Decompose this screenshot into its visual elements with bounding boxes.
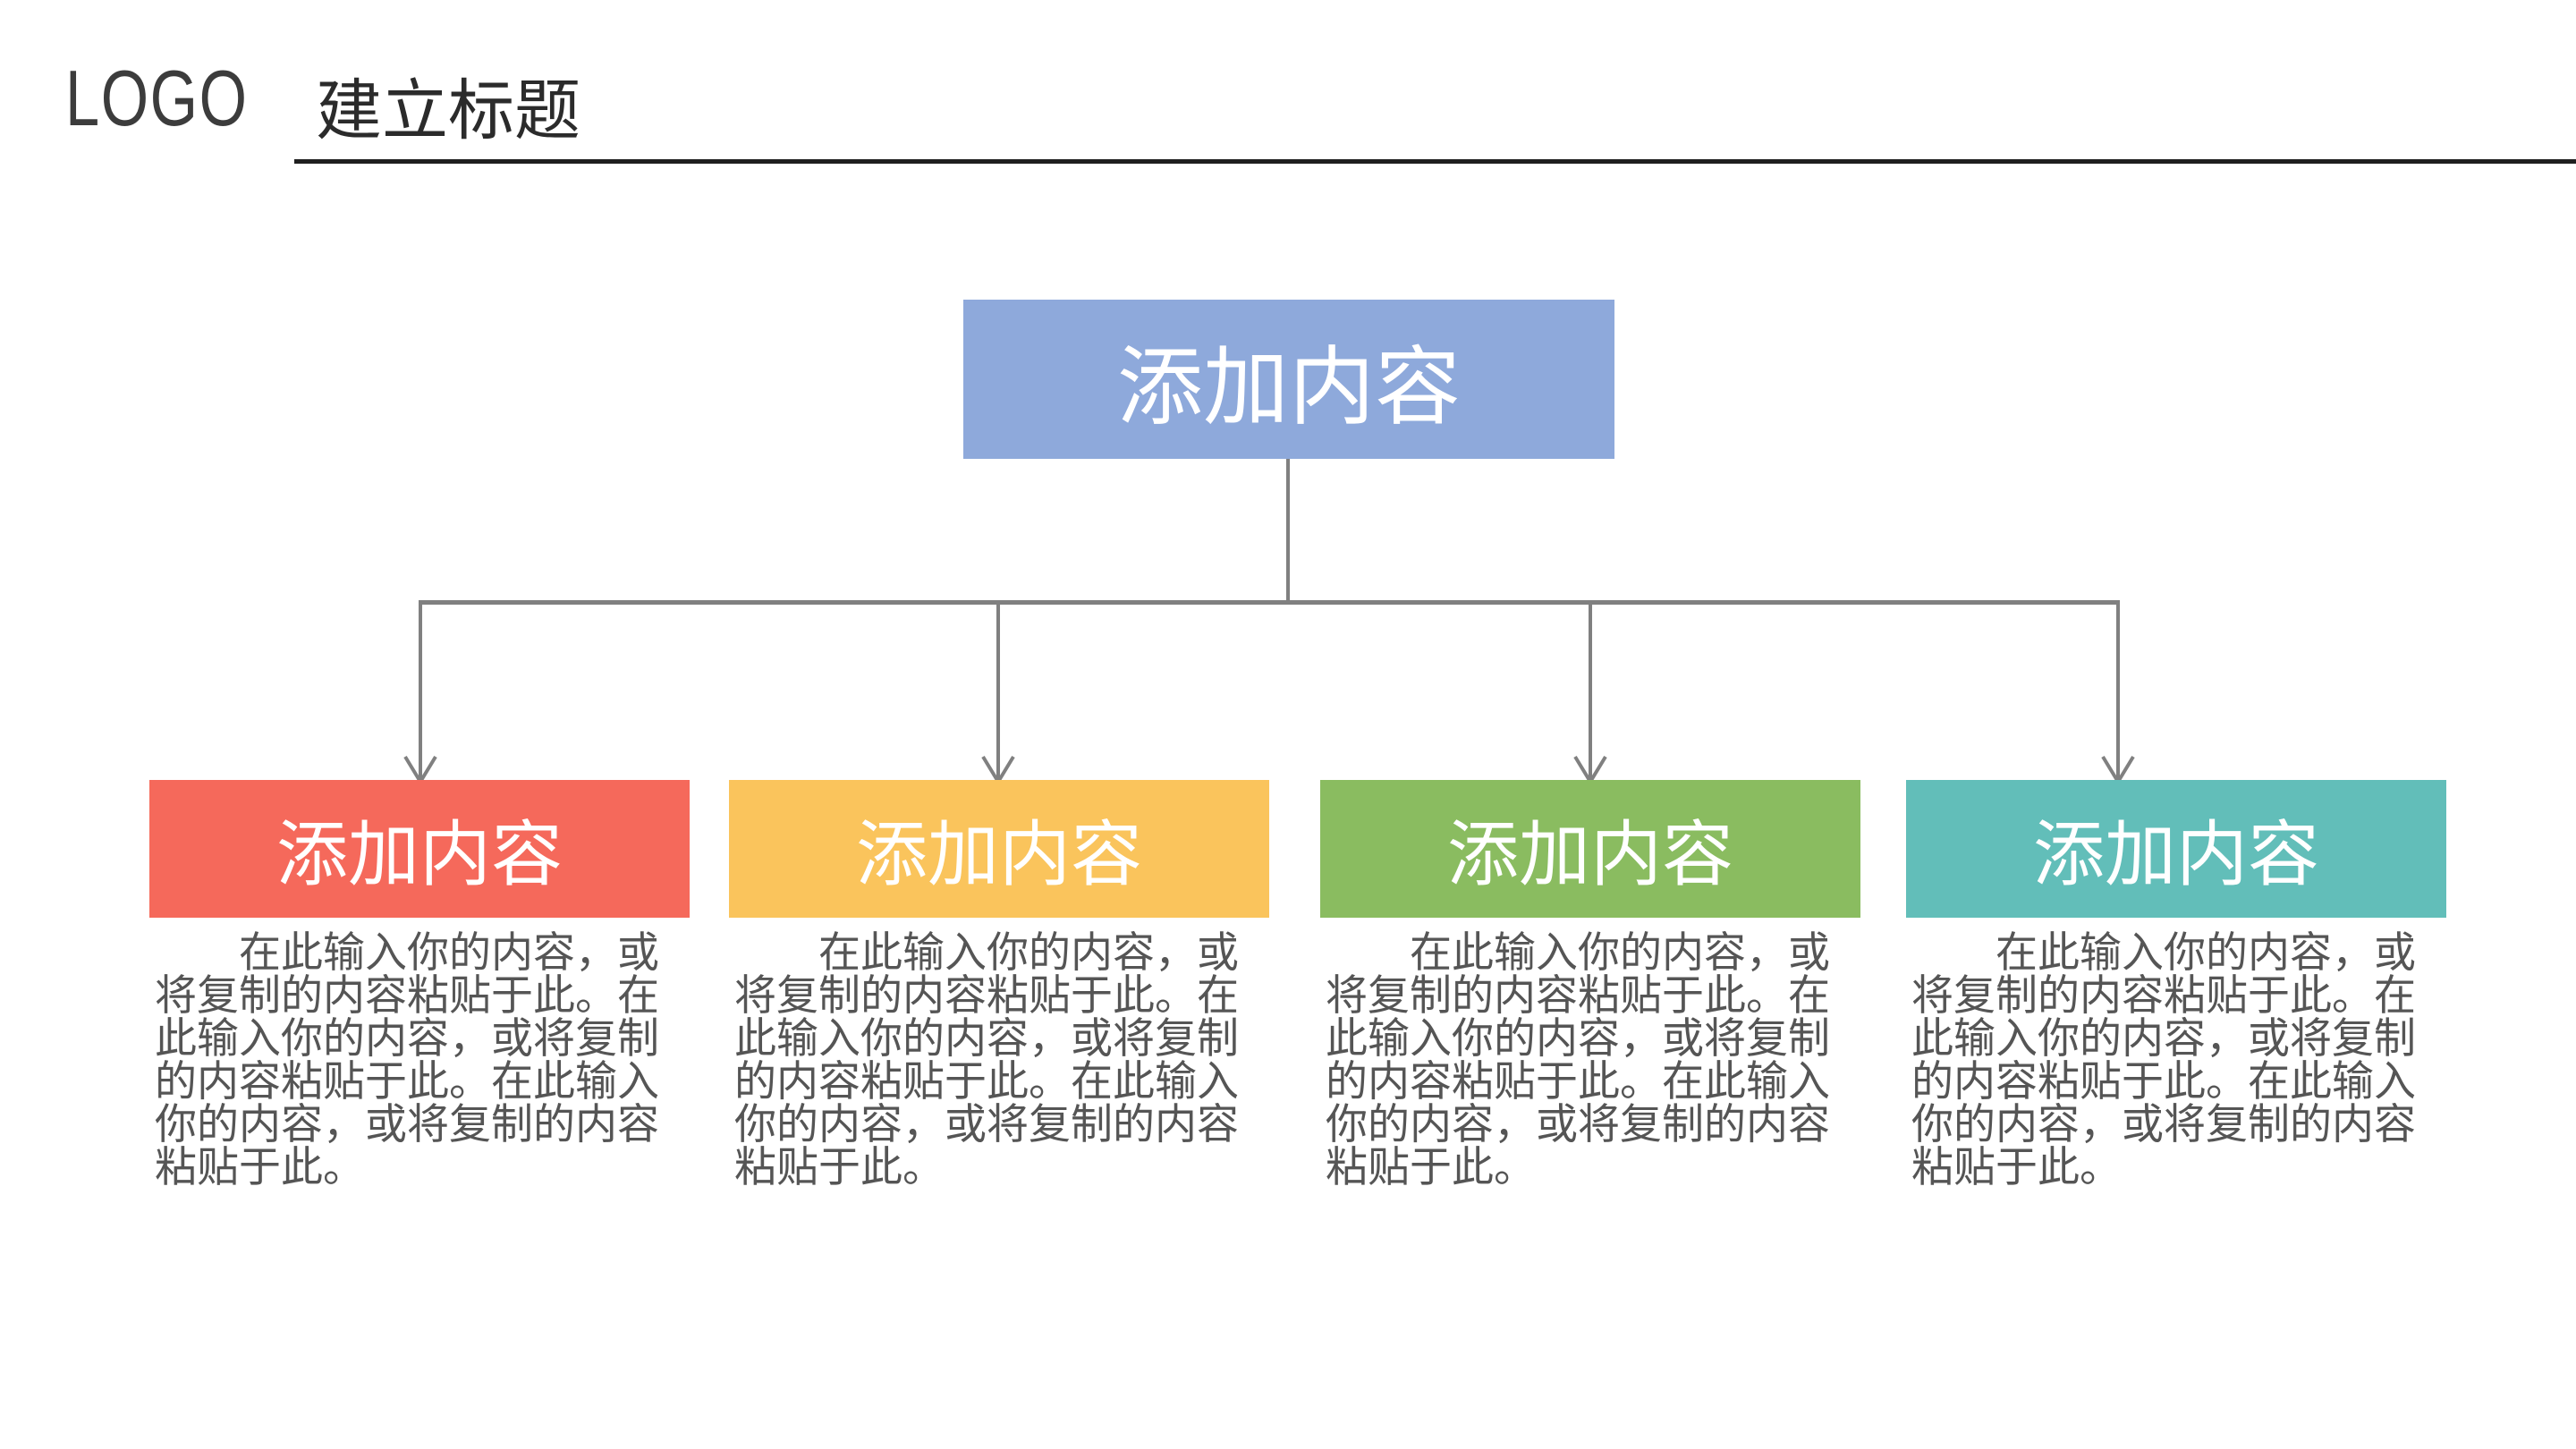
connector-stem: [1286, 459, 1290, 600]
branch-body-text-1: 在此输入你的内容，或 将复制的内容粘贴于此。在 此输入你的内容，或将复制 的内容…: [155, 928, 659, 1191]
connector-drop-1: [419, 605, 422, 780]
branch-body-text-4: 在此输入你的内容，或 将复制的内容粘贴于此。在 此输入你的内容，或将复制 的内容…: [1911, 928, 2416, 1191]
branch-body-text-2: 在此输入你的内容，或 将复制的内容粘贴于此。在 此输入你的内容，或将复制 的内容…: [734, 928, 1239, 1191]
root-node-label: 添加内容: [1117, 339, 1461, 436]
title-underline: [294, 159, 2576, 164]
branch-node-box-1: 添加内容: [149, 780, 690, 918]
branch-node-box-2: 添加内容: [729, 780, 1269, 918]
branch-body-text-3: 在此输入你的内容，或 将复制的内容粘贴于此。在 此输入你的内容，或将复制 的内容…: [1326, 928, 1830, 1191]
logo-text: LOGO: [65, 54, 249, 142]
page-title: 建立标题: [316, 73, 580, 148]
branch-node-label: 添加内容: [856, 815, 1142, 894]
connector-crossbar: [419, 600, 2120, 605]
branch-node-box-4: 添加内容: [1906, 780, 2446, 918]
branch-node-label: 添加内容: [1447, 815, 1733, 894]
connector-drop-2: [996, 605, 1000, 780]
branch-node-label: 添加内容: [276, 815, 563, 894]
connector-drop-4: [2116, 605, 2120, 780]
branch-node-label: 添加内容: [2033, 815, 2319, 894]
branch-node-box-3: 添加内容: [1320, 780, 1860, 918]
connector-drop-3: [1589, 605, 1592, 780]
root-node-box: 添加内容: [963, 300, 1614, 459]
